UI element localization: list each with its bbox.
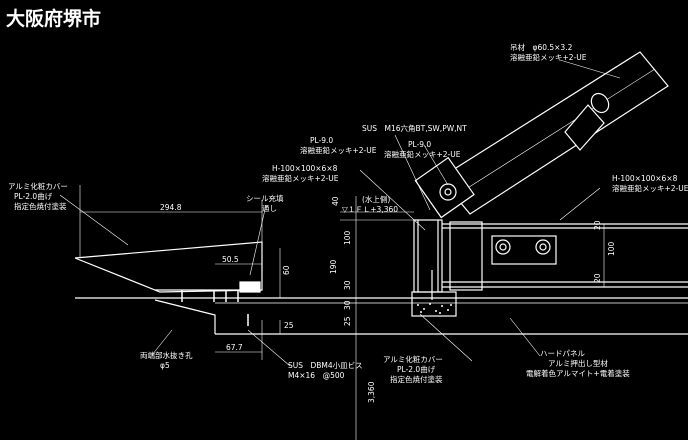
label-panel-2: アルミ押出し型材 [548,358,608,368]
label-cover-left-1: アルミ化粧カバー [8,181,68,191]
joint-plate [449,221,483,291]
seal-block [239,281,261,293]
dim-20a: 20 [593,220,602,230]
dim-20b: 20 [593,273,602,283]
label-seal-2: 通し [262,203,277,213]
base-plate [411,291,457,317]
label-plate-left-1: PL-9.0 [310,136,333,145]
label-plate-right-1: PL-9.0 [408,140,431,149]
bolt-plate [491,235,557,265]
dim-30a: 30 [343,280,352,290]
dim-67: 67.7 [226,343,243,352]
eave-outline [74,241,263,293]
dim-25a: 25 [284,321,294,330]
dimension-lines [59,59,621,440]
label-beam-left-1: H-100×100×6×8 [272,164,338,173]
clevis-pin-inner [444,188,452,196]
eave-cover [74,241,263,334]
label-panel-3: 電解着色アルマイト+電着塗装 [526,368,630,378]
turnbuckle [590,92,610,114]
label-seal-1: シール充填 [246,193,284,203]
label-suspender-line1: 吊材 φ60.5×3.2 [510,42,573,52]
label-beam-left-2: 溶融亜鉛メッキ+2-UE [262,173,339,183]
dim-294: 294.8 [160,203,182,212]
bolt-hole-2 [535,239,551,255]
pipe-coupler [564,104,605,151]
eave-lower [154,299,216,334]
label-plate-left-2: 溶融亜鉛メッキ+2-UE [300,145,377,155]
label-drain-1: 両端部水抜き孔 [140,350,193,360]
label-plate-right-2: 溶融亜鉛メッキ+2-UE [384,149,461,159]
pipe-center [454,68,656,197]
label-cover-left-2: PL-2.0曲げ [14,191,53,201]
label-cover-left-3: 指定色焼付塗装 [14,201,67,211]
dim-60: 60 [282,265,291,275]
drawing-title: 大阪府堺市 [6,7,101,30]
gravel-hatch [417,303,452,314]
label-panel-1: ハードパネル [540,349,585,358]
dim-30b: 30 [343,300,352,310]
label-floor-level: ▽１ＦＬ+3,360 [342,205,398,214]
label-water-side: (水上側) [362,194,390,204]
dim-100a: 100 [343,230,352,245]
dim-50: 50.5 [222,255,239,264]
label-cover-bottom-3: 指定色焼付塗装 [390,374,443,384]
label-cover-bottom-1: アルミ化粧カバー [383,354,443,364]
dim-25b: 25 [343,316,352,326]
label-cover-bottom-2: PL-2.0曲げ [397,364,436,374]
label-bolt: SUS M16六角BT,SW,PW,NT [362,123,467,133]
label-beam-right-2: 溶融亜鉛メッキ+2-UE [612,183,688,193]
bolt-hole-1 [495,239,511,255]
suspender-pipe [414,51,669,219]
label-drain-2: φ5 [160,361,170,370]
dim-100b: 100 [607,241,616,256]
dim-3360: 3,360 [367,381,376,403]
main-structure [75,219,688,335]
label-suspender-line2: 溶融亜鉛メッキ+2-UE [510,52,587,62]
bolt-hole-2-inner [539,243,547,251]
label-beam-right-1: H-100×100×6×8 [612,174,678,183]
dim-40: 40 [331,196,340,206]
label-screw-2: M4×16 @500 [288,371,345,380]
label-screw-1: SUS DBM4小皿ビス [288,361,363,370]
dim-190: 190 [329,259,338,274]
bolt-hole-1-inner [499,243,507,251]
screws [181,290,249,326]
